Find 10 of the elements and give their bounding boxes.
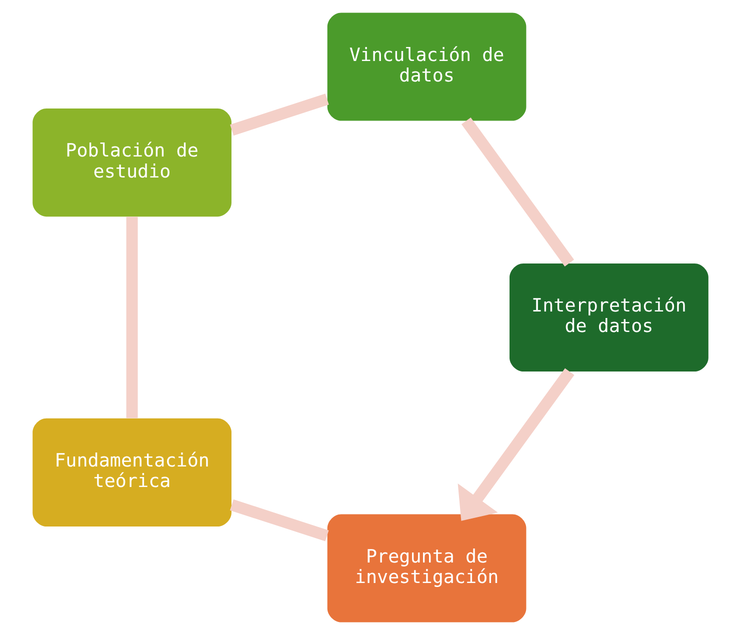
arrow — [457, 368, 574, 521]
node-box: Fundamentación teórica — [32, 418, 231, 526]
connector — [229, 499, 328, 542]
node-box: Interpretación de datos — [509, 263, 708, 372]
connector — [460, 117, 574, 266]
connector — [126, 216, 138, 418]
node-box: Pregunta de investigación — [326, 514, 526, 622]
node-box: Población de estudio — [32, 108, 231, 217]
connector — [230, 94, 328, 136]
node-box: Vinculación de datos — [326, 12, 526, 121]
